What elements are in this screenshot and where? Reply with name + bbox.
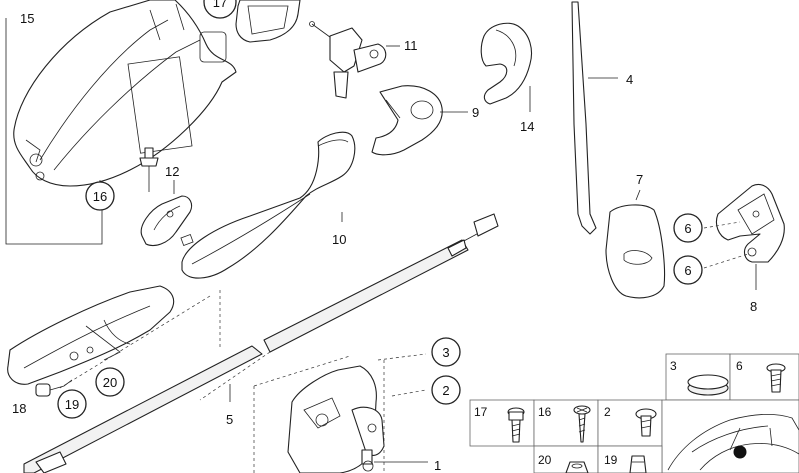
grid-clip-19-icon bbox=[629, 455, 647, 473]
callout-6a-text: 6 bbox=[684, 221, 691, 236]
callout-19: 19 bbox=[57, 389, 87, 419]
grid-nut-20-icon bbox=[565, 461, 589, 473]
callout-6a: 6 bbox=[673, 213, 703, 243]
label-18: 18 bbox=[12, 401, 26, 416]
label-12: 12 bbox=[165, 164, 179, 179]
grid-label-16: 16 bbox=[538, 405, 552, 419]
callout-20: 20 bbox=[95, 367, 125, 397]
grid-screw-17-icon bbox=[507, 407, 525, 443]
callout-17-top: 17 bbox=[203, 0, 237, 19]
callout-2-text: 2 bbox=[442, 383, 449, 398]
grid-label-6: 6 bbox=[736, 359, 743, 373]
callout-16-text: 16 bbox=[93, 189, 107, 204]
part-pin-under-carrier[interactable] bbox=[139, 147, 159, 192]
callout-3-text: 3 bbox=[442, 345, 449, 360]
grid-screw-2-icon bbox=[635, 408, 657, 437]
grid-label-19: 19 bbox=[604, 453, 618, 467]
grid-cell-20[interactable] bbox=[533, 445, 599, 473]
grid-screw-16-icon bbox=[573, 405, 591, 443]
grid-cell-2[interactable] bbox=[597, 399, 663, 447]
callout-3: 3 bbox=[431, 337, 461, 367]
part-15-handle-carrier[interactable] bbox=[5, 0, 237, 245]
leader-2 bbox=[391, 389, 427, 397]
small-parts-grid: 3 6 17 16 2 20 19 bbox=[469, 353, 799, 473]
label-10: 10 bbox=[332, 232, 346, 247]
grid-label-17: 17 bbox=[474, 405, 488, 419]
grid-label-3: 3 bbox=[670, 359, 677, 373]
label-11: 11 bbox=[404, 38, 418, 53]
part-17-frame-top[interactable] bbox=[235, 0, 301, 43]
grid-cell-car bbox=[661, 399, 799, 473]
label-1: 1 bbox=[434, 458, 441, 473]
part-4-rod[interactable] bbox=[571, 1, 618, 235]
label-5: 5 bbox=[226, 412, 233, 427]
leader-3 bbox=[377, 353, 427, 361]
part-14-handle-cap[interactable] bbox=[480, 22, 533, 112]
label-15: 15 bbox=[20, 11, 34, 26]
grid-cell-17[interactable] bbox=[469, 399, 535, 447]
part-12-gasket[interactable] bbox=[140, 180, 194, 247]
part-10-door-handle[interactable] bbox=[181, 131, 356, 279]
label-4: 4 bbox=[626, 72, 633, 87]
callout-16: 16 bbox=[85, 181, 115, 211]
part-11-lock-cylinder[interactable] bbox=[309, 21, 401, 99]
part-7-striker-cover[interactable] bbox=[605, 189, 666, 299]
grid-label-2: 2 bbox=[604, 405, 611, 419]
grid-screw-6-icon bbox=[766, 363, 786, 393]
part-1-door-lock[interactable] bbox=[253, 355, 428, 473]
leader-6a bbox=[703, 221, 741, 229]
car-location-icon bbox=[667, 414, 799, 471]
label-14: 14 bbox=[520, 119, 534, 134]
callout-20-text: 20 bbox=[103, 375, 117, 390]
label-9: 9 bbox=[472, 105, 479, 120]
callout-19-text: 19 bbox=[65, 397, 79, 412]
part-cable-assembly[interactable] bbox=[23, 213, 499, 473]
label-7: 7 bbox=[636, 172, 643, 187]
callout-2: 2 bbox=[431, 375, 461, 405]
label-8: 8 bbox=[750, 299, 757, 314]
part-8-striker[interactable] bbox=[715, 183, 785, 290]
callout-6b-text: 6 bbox=[684, 263, 691, 278]
callout-6b: 6 bbox=[673, 255, 703, 285]
grid-label-20: 20 bbox=[538, 453, 552, 467]
part-18-actuator[interactable] bbox=[7, 285, 211, 397]
part-9-cylinder-cover[interactable] bbox=[371, 85, 468, 156]
leader-6b bbox=[703, 253, 749, 269]
callout-17-top-text: 17 bbox=[213, 0, 227, 10]
grid-cell-19[interactable] bbox=[597, 445, 663, 473]
grid-pad-icon bbox=[687, 374, 729, 396]
